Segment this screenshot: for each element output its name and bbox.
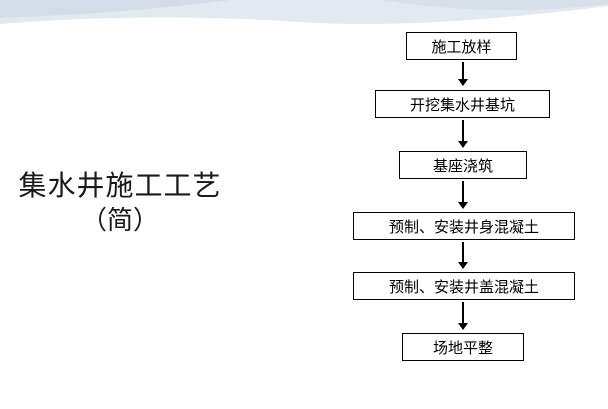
flow-step-6-label: 场地平整 (432, 338, 493, 357)
flow-step-4: 预制、安装井身混凝土 (353, 212, 575, 240)
flow-step-3: 基座浇筑 (399, 151, 527, 179)
flow-step-1-label: 施工放样 (431, 37, 492, 56)
flow-step-5-label: 预制、安装井盖混凝土 (388, 277, 539, 296)
title-block: 集水井施工工艺 （简） (0, 168, 240, 238)
flow-step-5: 预制、安装井盖混凝土 (353, 272, 575, 300)
flow-arrow-3 (458, 181, 468, 209)
flow-step-6: 场地平整 (402, 333, 524, 361)
diagram-subtitle: （简） (80, 206, 159, 236)
flow-step-4-label: 预制、安装井身混凝土 (388, 217, 539, 236)
flow-arrow-1 (458, 62, 468, 86)
flow-step-2: 开挖集水井基坑 (375, 90, 550, 118)
diagram-title: 集水井施工工艺 (18, 169, 222, 202)
flow-arrow-2 (458, 120, 468, 148)
flow-step-1: 施工放样 (406, 32, 517, 60)
flow-arrow-5 (458, 302, 468, 330)
flow-step-2-label: 开挖集水井基坑 (409, 95, 515, 114)
flow-step-3-label: 基座浇筑 (432, 156, 493, 175)
flow-arrow-4 (458, 242, 468, 269)
